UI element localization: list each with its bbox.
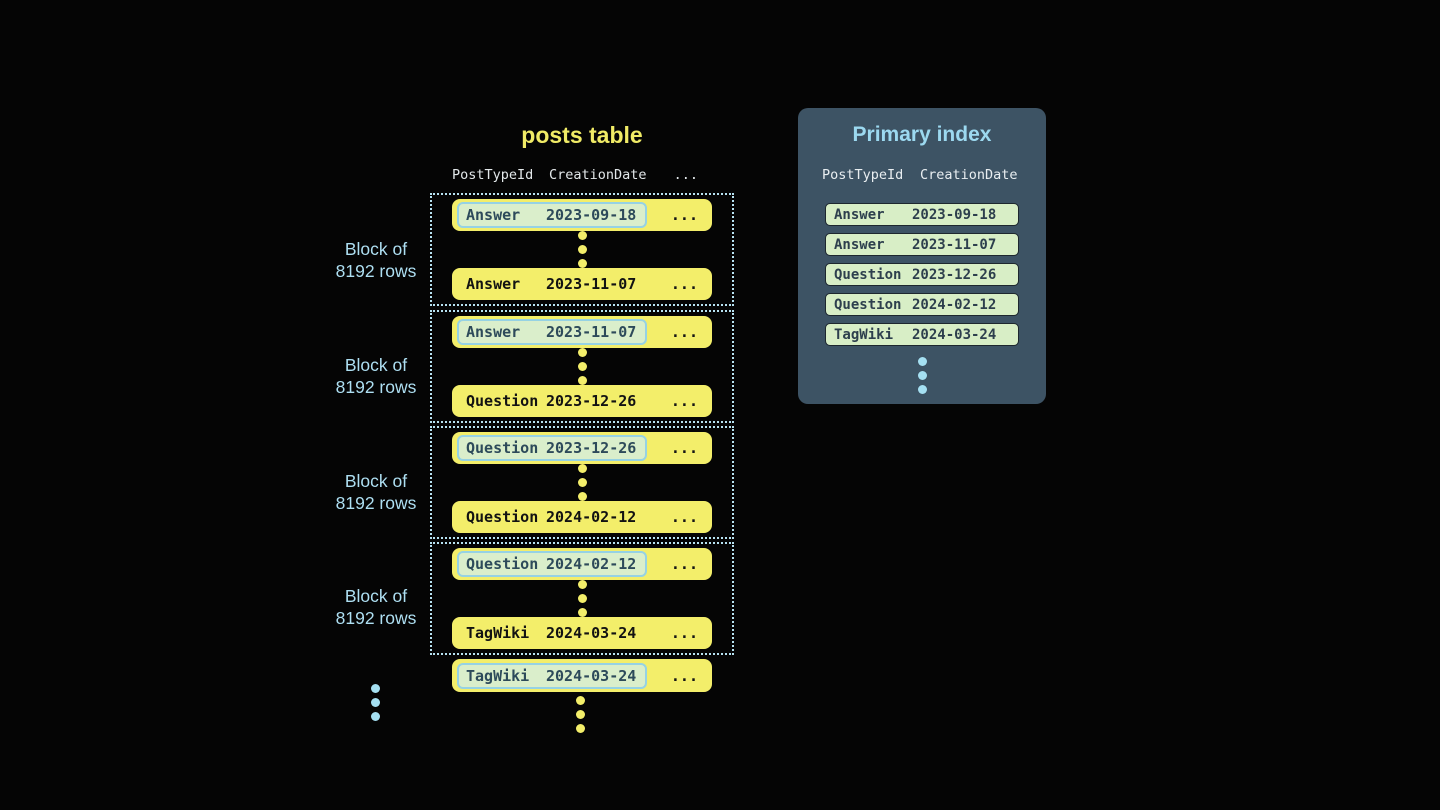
index-entry: Question 2023-12-26 [825,263,1019,286]
dot [577,464,587,473]
row-more-ellipsis: ... [670,323,698,341]
vertical-ellipsis-dots [577,231,587,268]
row-block-2: Answer 2023-11-07 ... Question 2023-12-2… [430,310,734,423]
primary-index-title: Primary index [852,123,992,146]
dot [577,492,587,501]
indexed-columns-highlight: Answer 2023-11-07 [457,319,648,345]
dot [577,362,587,371]
table-row: Answer 2023-09-18 ... [452,199,712,231]
dot [576,724,585,733]
row-block-4: Question 2024-02-12 ... TagWiki 2024-03-… [430,542,734,655]
index-entry: Answer 2023-09-18 [825,203,1019,226]
indexed-columns-highlight: Question 2023-12-26 [457,435,648,461]
row-more-ellipsis: ... [670,666,698,685]
dot [371,712,380,721]
column-header-posttypeid: PostTypeId [822,167,904,183]
dot [577,348,587,357]
table-row: Answer 2023-11-07 ... [452,316,712,348]
table-row: Question 2023-12-26 ... [452,432,712,464]
table-row: Question 2023-12-26 ... [452,385,712,417]
vertical-ellipsis-dots [917,357,927,394]
block-label-2: Block of 8192 rows [335,355,417,397]
indexed-columns-highlight: TagWiki 2024-03-24 [457,662,648,689]
dot [577,259,587,268]
dot [917,357,927,366]
dot [577,594,587,603]
posts-table-column-headers: PostTypeId CreationDate ... [452,167,698,183]
more-index-entries-ellipsis [798,357,1046,394]
dot [577,580,587,589]
dot [576,696,585,705]
table-row: Question 2024-02-12 ... [452,548,712,580]
row-block-3: Question 2023-12-26 ... Question 2024-02… [430,426,734,539]
index-entry: Question 2024-02-12 [825,293,1019,316]
row-columns: TagWiki 2024-03-24 [466,624,637,642]
vertical-ellipsis-dots [577,464,587,501]
block-label-3: Block of 8192 rows [335,471,417,513]
row-more-ellipsis: ... [670,439,698,457]
row-columns: Question 2024-02-12 [466,508,637,526]
indexed-columns-highlight: Question 2024-02-12 [457,551,648,577]
block-label-4: Block of 8192 rows [335,586,417,628]
row-block-1: Answer 2023-09-18 ... Answer 2023-11-07 … [430,193,734,306]
row-more-ellipsis: ... [670,624,698,642]
dot [577,245,587,254]
row-columns: Question 2023-12-26 [466,392,637,410]
dot [371,698,380,707]
table-row: TagWiki 2024-03-24 ... [452,617,712,649]
more-rows-ellipsis-dots [576,696,585,733]
row-columns: Answer 2023-11-07 [466,275,637,293]
dot [576,710,585,719]
dot [917,385,927,394]
dot [577,231,587,240]
vertical-ellipsis-dots [577,580,587,617]
dot [917,371,927,380]
row-more-ellipsis: ... [670,275,698,293]
table-row-next-block: TagWiki 2024-03-24 ... [452,659,712,692]
more-blocks-ellipsis-dots [371,684,380,721]
column-header-creationdate: CreationDate [549,167,647,183]
table-row: Answer 2023-11-07 ... [452,268,712,300]
index-entry: Answer 2023-11-07 [825,233,1019,256]
column-header-more-ellipsis: ... [673,167,698,183]
block-label-1: Block of 8192 rows [335,239,417,281]
row-more-ellipsis: ... [670,206,698,224]
dot [577,376,587,385]
row-more-ellipsis: ... [670,555,698,573]
column-header-creationdate: CreationDate [920,167,1018,183]
primary-index-rows: Answer 2023-09-18 Answer 2023-11-07 Ques… [825,203,1019,353]
row-more-ellipsis: ... [670,392,698,410]
dot [577,478,587,487]
table-row: Question 2024-02-12 ... [452,501,712,533]
indexed-columns-highlight: Answer 2023-09-18 [457,202,648,228]
index-entry: TagWiki 2024-03-24 [825,323,1019,346]
primary-index-panel: Primary index PostTypeId CreationDate An… [798,108,1046,404]
dot [577,608,587,617]
primary-index-column-headers: PostTypeId CreationDate [822,167,1018,183]
vertical-ellipsis-dots [577,348,587,385]
dot [371,684,380,693]
column-header-posttypeid: PostTypeId [452,167,534,183]
posts-table-title: posts table [521,122,643,148]
row-more-ellipsis: ... [670,508,698,526]
